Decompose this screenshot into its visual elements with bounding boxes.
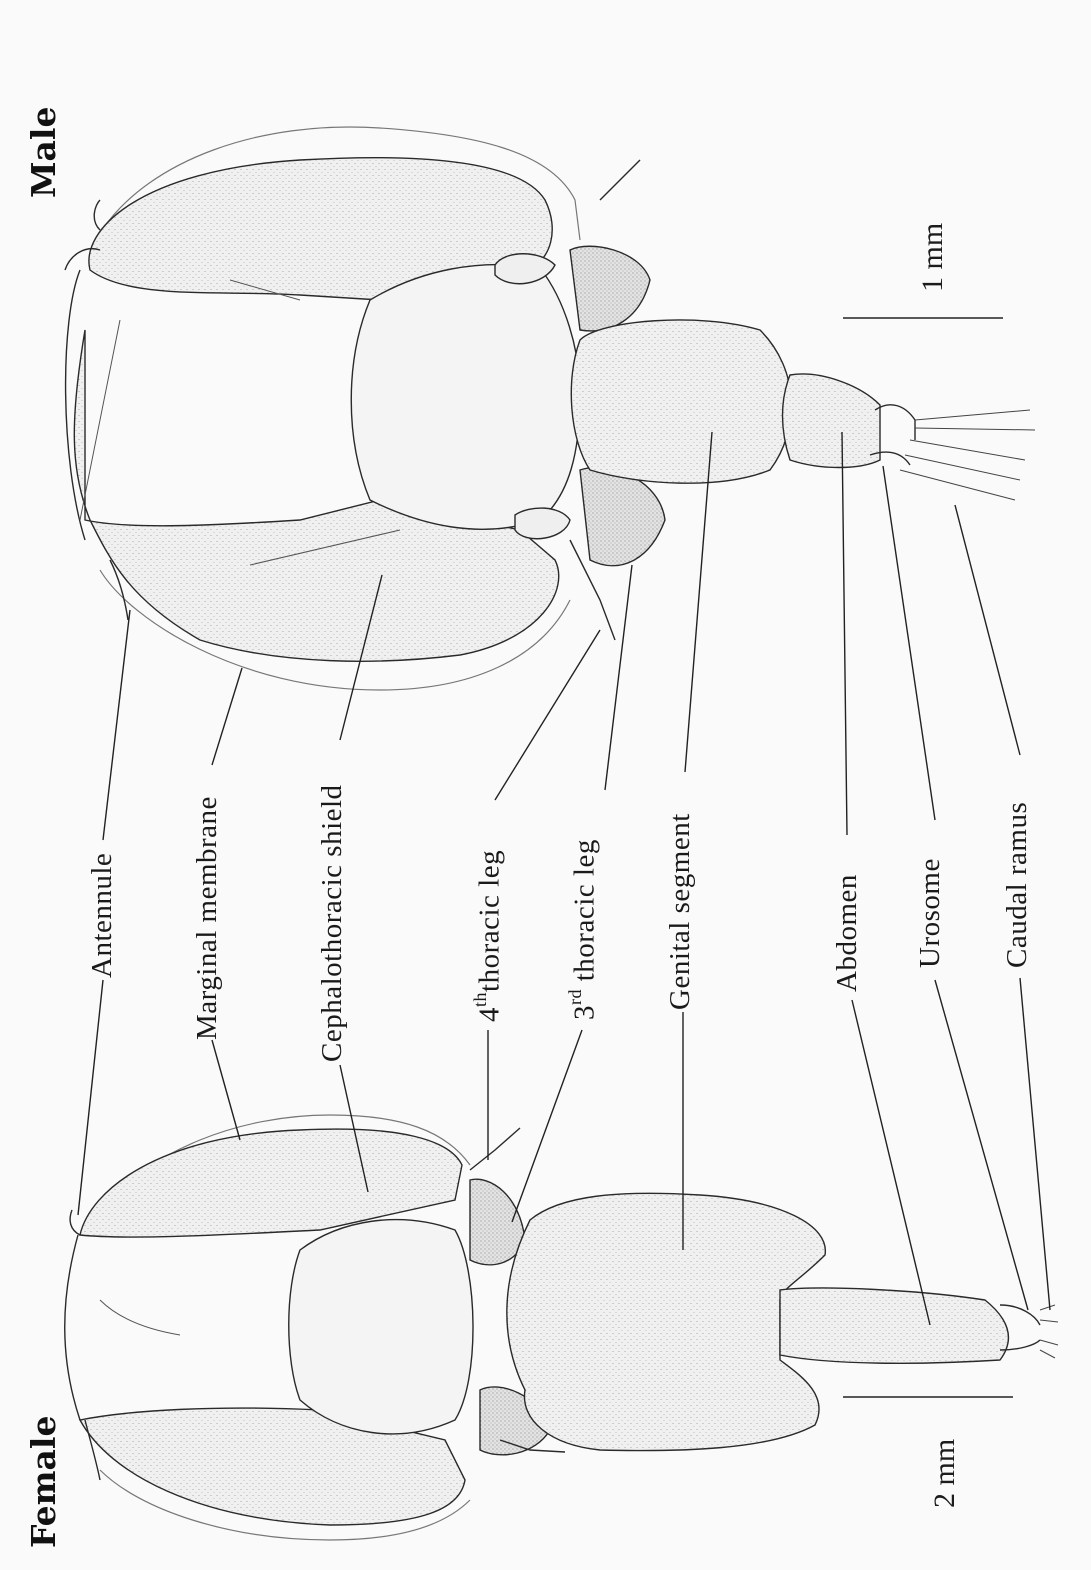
female-leg-4 <box>470 1128 520 1170</box>
title-female: Female <box>27 1416 60 1548</box>
female-abdomen <box>780 1288 1008 1363</box>
leader-urosome-female <box>935 980 1028 1310</box>
male-abdomen <box>783 374 881 467</box>
leader-marginal-male <box>212 668 242 765</box>
leader-antennule-female <box>78 980 103 1215</box>
leader-caudal-male <box>955 505 1020 755</box>
leg4-text: thoracic leg <box>474 850 506 992</box>
female-caudal-ramus <box>1040 1305 1058 1358</box>
leg3-text: thoracic leg <box>569 839 601 989</box>
leg4-number: 4 <box>474 1007 506 1022</box>
leader-leg3-male <box>605 565 632 790</box>
label-marginal-membrane: Marginal membrane <box>193 796 222 1040</box>
scale-label-female: 2 mm <box>930 1439 960 1508</box>
male-genital-segment <box>571 320 791 483</box>
male-caudal-setae <box>900 410 1035 500</box>
leader-marginal-female <box>212 1040 240 1140</box>
label-abdomen: Abdomen <box>833 874 862 992</box>
label-antennule: Antennule <box>88 853 117 978</box>
scale-label-male: 1 mm <box>918 223 948 292</box>
label-urosome: Urosome <box>916 858 945 968</box>
male-specimen <box>65 127 1035 690</box>
leader-abdomen-male <box>842 432 847 835</box>
leader-leg4-male <box>495 630 600 800</box>
label-genital-segment: Genital segment <box>666 813 695 1010</box>
male-leg-4 <box>600 160 640 200</box>
label-cephalothoracic-shield: Cephalothoracic shield <box>318 784 347 1062</box>
leg3-suffix: rd <box>565 989 585 1005</box>
label-4th-thoracic-leg: 4ththoracic leg <box>473 850 505 1022</box>
female-central-shield <box>289 1220 473 1434</box>
female-specimen <box>65 1115 1058 1540</box>
leader-caudal-female <box>1020 978 1050 1310</box>
leader-antennule-male <box>103 610 130 840</box>
male-central-shield <box>351 265 580 530</box>
leg3-number: 3 <box>569 1005 601 1020</box>
leg4-suffix: th <box>470 992 490 1007</box>
title-male: Male <box>27 107 60 198</box>
leader-leg3-female <box>512 1030 582 1222</box>
label-3rd-thoracic-leg: 3rd thoracic leg <box>568 839 600 1020</box>
leader-abdomen-female <box>852 1000 930 1325</box>
female-genital-segment <box>507 1193 826 1450</box>
leader-urosome-male <box>883 466 935 820</box>
label-caudal-ramus: Caudal ramus <box>1003 802 1032 968</box>
